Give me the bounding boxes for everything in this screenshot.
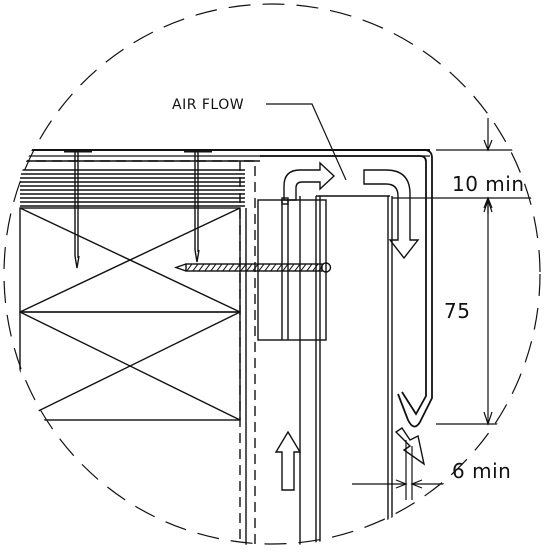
dimension-top-gap — [392, 118, 542, 214]
wall-board — [245, 195, 393, 546]
flow-arrow-diagonal-down — [394, 427, 426, 466]
bottom-gap-label: 6 min — [452, 459, 511, 483]
flow-arrow-curve-down — [363, 169, 420, 260]
air-flow-label: AIR FLOW — [172, 97, 244, 113]
timber-block-lower — [19, 311, 241, 421]
flashing — [260, 149, 433, 428]
detail-boundary-circle — [3, 3, 541, 545]
screw — [173, 262, 332, 273]
roof-sheathing — [20, 149, 430, 207]
flow-arrow-curve-up — [283, 161, 336, 201]
nail-left — [64, 149, 92, 269]
timber-block-upper — [19, 207, 241, 313]
air-flow-leader — [266, 103, 347, 181]
nail-right — [184, 149, 212, 263]
height-label: 75 — [444, 299, 470, 323]
top-gap-label: 10 min — [452, 172, 525, 196]
flow-arrow-up — [274, 430, 302, 491]
dashed-membrane — [20, 160, 256, 546]
